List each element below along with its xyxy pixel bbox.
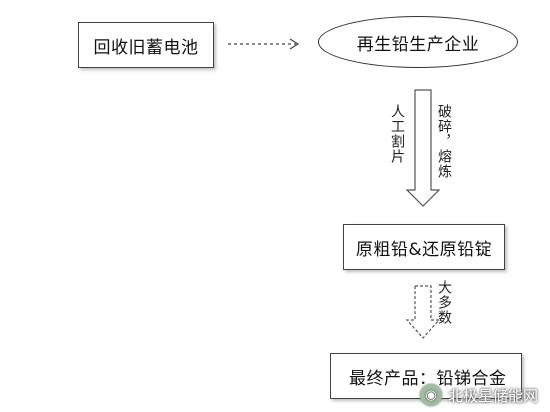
crude-lead-label: 原粗铅&还原铅锭 xyxy=(355,239,493,260)
recycled-lead-enterprise-ellipse: 再生铅生产企业 xyxy=(318,16,518,68)
block-arrow-enterprise-to-crude xyxy=(405,89,441,207)
dashed-block-arrow-crude-to-final xyxy=(405,285,441,339)
watermark: ◉ 北极星储能网 xyxy=(419,384,538,406)
recycle-batteries-label: 回收旧蓄电池 xyxy=(93,37,199,58)
edge-label-crush-smelt: 破碎，熔炼 xyxy=(436,104,452,179)
wechat-icon: ◉ xyxy=(419,384,442,406)
dashed-arrow-head xyxy=(289,38,300,50)
final-product-label: 最终产品：铅锑合金 xyxy=(349,368,507,389)
recycle-batteries-box: 回收旧蓄电池 xyxy=(78,22,214,68)
crude-lead-box: 原粗铅&还原铅锭 xyxy=(343,224,505,270)
enterprise-label: 再生铅生产企业 xyxy=(356,34,480,55)
edge-label-manual-cutting: 人工割片 xyxy=(389,104,405,164)
watermark-text: 北极星储能网 xyxy=(447,386,538,405)
edge-label-majority: 大多数 xyxy=(436,280,452,325)
